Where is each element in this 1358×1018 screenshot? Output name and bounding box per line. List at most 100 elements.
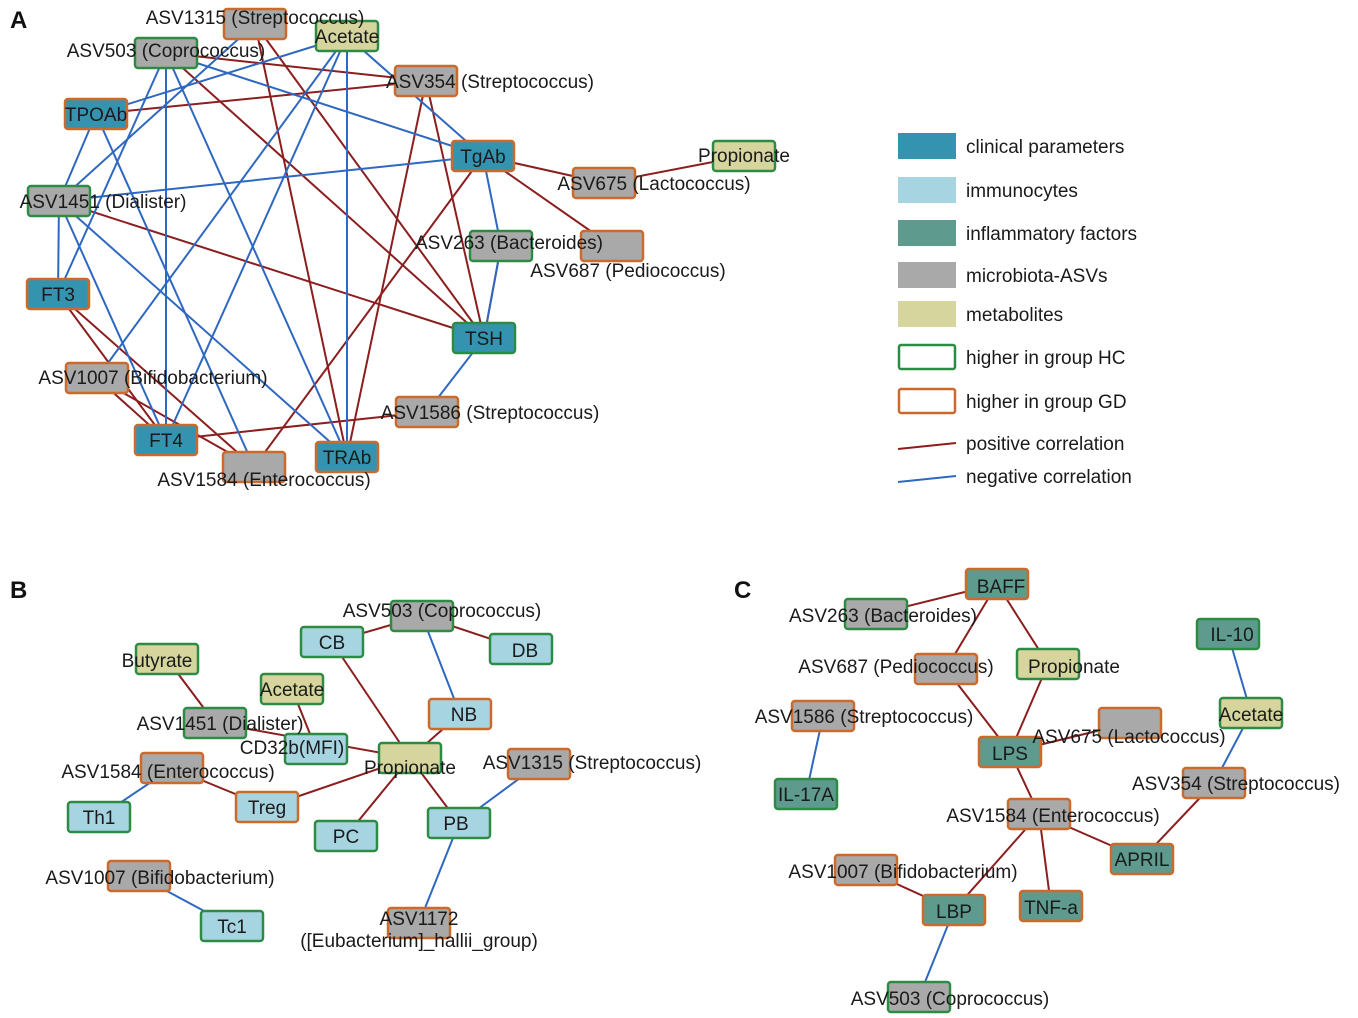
edges-layer	[57, 23, 1252, 998]
nodes-layer	[25, 7, 1284, 1014]
node-label-a-ft3: FT3	[41, 285, 75, 306]
legend-swatch-inflammatory	[898, 220, 956, 246]
node-label-a-trab: TRAb	[323, 448, 372, 469]
node-box-b-cb	[299, 625, 365, 659]
positive-correlation-edge	[95, 80, 427, 115]
node-label-c-asv1586: ASV1586 (Streptococcus)	[755, 707, 974, 728]
node-label-b-asv1007: ASV1007 (Bifidobacterium)	[45, 868, 274, 889]
node-box-c-asv1586	[790, 699, 856, 733]
node-label-c-lbp: LBP	[936, 902, 972, 923]
node-box-b-asv503	[389, 599, 455, 633]
negative-correlation-edge	[96, 35, 348, 379]
node-box-b-asv1451	[182, 706, 248, 740]
node-box-b-tc1	[199, 909, 265, 943]
legend-border-hc	[897, 343, 957, 371]
node-label-a-asv1584: ASV1584 (Enterococcus)	[157, 470, 370, 491]
positive-correlation-edge	[425, 80, 485, 339]
node-box-a-tgab	[450, 139, 516, 173]
positive-correlation-edge	[57, 293, 255, 468]
node-label-c-april: APRIL	[1115, 850, 1170, 871]
node-label-a-ft4: FT4	[149, 431, 183, 452]
node-box-b-treg	[234, 790, 300, 824]
node-label-a-tsh: TSH	[465, 329, 503, 350]
node-box-a-ft4	[133, 423, 199, 457]
node-label-a-tpoab: TPOAb	[65, 105, 127, 126]
node-box-a-asv1584	[221, 450, 287, 484]
node-label-a-tgab: TgAb	[460, 147, 505, 168]
negative-correlation-edge	[165, 35, 348, 441]
node-box-b-pc	[313, 819, 379, 853]
node-label-b-nb: NB	[451, 705, 477, 726]
node-box-b-asv1172	[386, 906, 452, 940]
node-label-c-propionate: Propionate	[1028, 657, 1120, 678]
node-box-a-asv1451	[26, 184, 92, 218]
node-box-a-trab	[314, 440, 380, 474]
node-label-c-il10: IL-10	[1210, 625, 1253, 646]
positive-correlation-edge	[331, 641, 411, 759]
node-label-c-acetate: Acetate	[1219, 705, 1283, 726]
legend: clinical parametersimmunocytesinflammato…	[897, 133, 1137, 488]
node-box-c-lps	[977, 735, 1043, 769]
node-box-c-asv1584	[1006, 797, 1072, 831]
node-label-c-asv263: ASV263 (Bacteroides)	[789, 606, 977, 627]
legend-swatch-clinical	[898, 133, 956, 159]
node-label-a-asv687: ASV687 (Pediococcus)	[530, 261, 725, 282]
node-box-b-db	[488, 632, 554, 666]
node-box-a-tsh	[451, 321, 517, 355]
node-label-b-db: DB	[512, 641, 538, 662]
node-box-b-asv1007	[106, 859, 172, 893]
node-label-b-asv1315: ASV1315 (Streptococcus)	[483, 753, 702, 774]
node-box-c-asv503	[886, 980, 952, 1014]
node-label-a-acetate: Acetate	[315, 27, 379, 48]
node-label-c-il17a: IL-17A	[778, 785, 834, 806]
node-label-c-asv354: ASV354 (Streptococcus)	[1132, 774, 1340, 795]
node-label-b-propionate: Propionate	[364, 758, 456, 779]
node-box-a-asv1007	[64, 361, 130, 395]
node-label-b-tc1: Tc1	[217, 917, 247, 938]
node-box-c-il10	[1195, 617, 1261, 651]
node-box-b-cd32b	[283, 732, 349, 766]
node-label-b-butyrate: Butyrate	[122, 651, 193, 672]
positive-correlation-edge	[253, 155, 484, 468]
positive-correlation-edge	[254, 23, 348, 458]
legend-label: immunocytes	[966, 181, 1078, 202]
node-box-a-asv1586	[394, 395, 460, 429]
node-box-c-asv687	[913, 652, 979, 686]
legend-label: microbiota-ASVs	[966, 266, 1108, 287]
node-label-c-asv675: ASV675 (Lactococcus)	[1032, 727, 1225, 748]
node-label-a-asv1451: ASV1451 (Dialister)	[20, 192, 187, 213]
node-label-b-pc: PC	[333, 827, 359, 848]
node-label-c-asv687: ASV687 (Pediococcus)	[798, 657, 993, 678]
node-box-c-asv263	[843, 597, 909, 631]
node-label-b-asv1584: ASV1584 (Enterococcus)	[61, 762, 274, 783]
node-box-a-asv354	[393, 64, 459, 98]
node-box-a-asv675	[571, 166, 637, 200]
positive-correlation-edge	[58, 200, 485, 339]
legend-label: clinical parameters	[966, 137, 1124, 158]
negative-correlation-edge	[95, 35, 348, 115]
node-label-a-asv1007: ASV1007 (Bifidobacterium)	[38, 368, 267, 389]
negative-correlation-edge	[165, 52, 484, 157]
legend-label: negative correlation	[966, 467, 1132, 488]
node-box-a-propionate	[711, 139, 777, 173]
node-label-c-tnfa: TNF-a	[1024, 898, 1078, 919]
node-label-a-asv354: ASV354 (Streptococcus)	[386, 72, 594, 93]
positive-correlation-edge	[346, 80, 427, 458]
node-box-b-butyrate	[134, 642, 200, 676]
node-label-b-treg: Treg	[248, 798, 286, 819]
node-box-b-acetate	[259, 672, 325, 706]
node-box-b-propionate	[377, 741, 443, 775]
node-label-b-asv503: ASV503 (Coprococcus)	[343, 601, 542, 622]
node-box-b-asv1584	[139, 751, 205, 785]
node-label-c-asv503: ASV503 (Coprococcus)	[851, 989, 1050, 1010]
node-box-c-asv354	[1181, 766, 1247, 800]
node-box-b-nb	[427, 697, 493, 731]
node-box-c-baff	[964, 567, 1030, 601]
node-label-c-asv1007: ASV1007 (Bifidobacterium)	[788, 862, 1017, 883]
node-box-c-april	[1109, 842, 1175, 876]
positive-correlation-edge	[165, 52, 427, 82]
legend-swatch-microbiota	[898, 262, 956, 288]
node-box-c-tnfa	[1018, 889, 1084, 923]
node-box-b-th1	[66, 800, 132, 834]
